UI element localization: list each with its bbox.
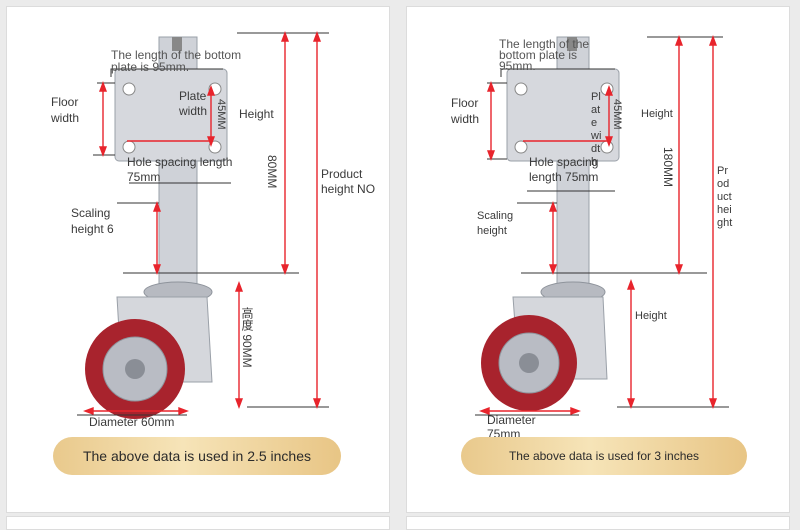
plate-hole	[514, 82, 528, 96]
caster-panel-3-inch: The length of the bottom plate is 95mm. …	[406, 6, 790, 513]
label-height-180mm: 180MM	[661, 147, 675, 188]
size-note-banner: The above data is used for 3 inches	[461, 437, 747, 475]
guide-line	[110, 68, 223, 77]
label-height: Height	[239, 107, 274, 121]
label-plate-dimension: 45MM	[215, 99, 227, 130]
label-product-height: Product height	[717, 165, 733, 229]
caster-diagram-3-inch	[475, 35, 729, 416]
size-note-banner: The above data is used in 2.5 inches	[53, 437, 341, 475]
label-hole-spacing: Hole spacing length 75mm	[127, 155, 233, 184]
label-plate-width: Plate width	[179, 89, 208, 118]
label-bottom-plate-length: The length of the bottom plate is 95mm.	[111, 48, 242, 74]
label-height-90mm: 高度 90MM	[240, 307, 254, 368]
wheel-axle	[519, 353, 539, 373]
label-hole-spacing: Hole spacing length 75mm	[529, 155, 599, 184]
label-scaling-height: Scaling height	[477, 210, 514, 237]
label-lower-height: Height	[635, 310, 667, 322]
plate-hole	[122, 140, 136, 154]
caster-diagram-2-5-inch	[77, 31, 329, 419]
label-plate-dimension: 45MM	[611, 99, 623, 130]
label-floor-width: Floor width	[451, 96, 480, 126]
label-height-80mm: 80MM	[265, 155, 279, 189]
stem-top-bolt	[567, 37, 577, 51]
plate-hole	[122, 82, 136, 96]
wheel-axle	[125, 359, 145, 379]
label-plate-width: Plate width	[591, 91, 602, 168]
label-bottom-plate-length: The length of the bottom plate is 95mm.	[499, 37, 590, 73]
stem-top-bolt	[172, 37, 182, 51]
guide-line	[500, 68, 615, 77]
label-diameter: Diameter 60mm	[89, 415, 175, 429]
plate-hole	[514, 140, 528, 154]
next-panel-edge	[406, 516, 790, 530]
label-product-height: Product height NO	[321, 167, 376, 196]
label-scaling-height: Scaling height 6	[71, 206, 114, 236]
label-height: Height	[641, 108, 673, 120]
caster-panel-2-5-inch: The length of the bottom plate is 95mm. …	[6, 6, 390, 513]
label-floor-width: Floor width	[51, 95, 80, 125]
next-panel-edge	[6, 516, 390, 530]
